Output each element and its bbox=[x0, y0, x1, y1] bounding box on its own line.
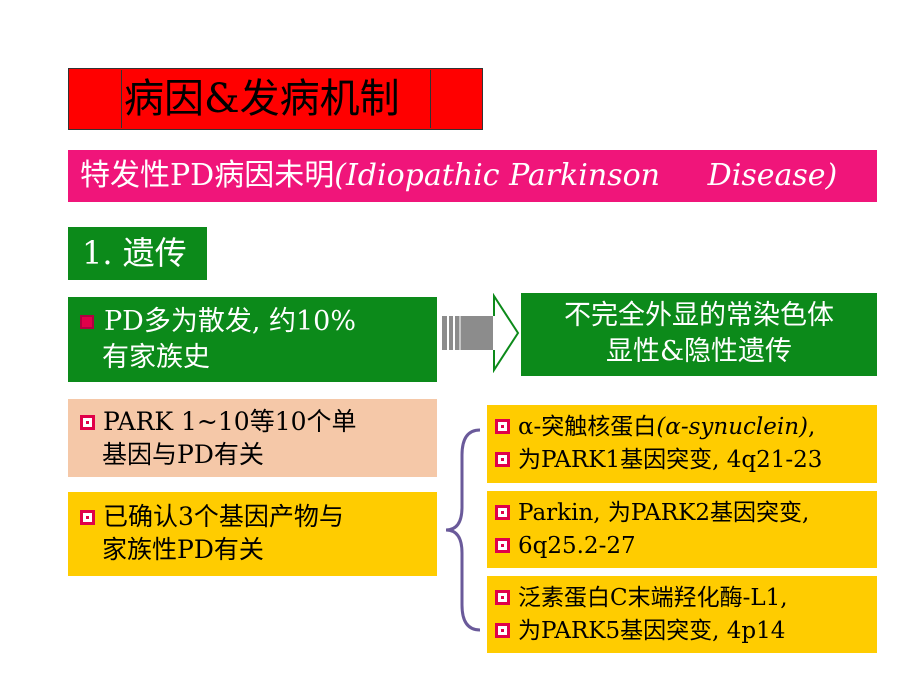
inheritance-box: 不完全外显的常染色体 显性&隐性遗传 bbox=[521, 293, 877, 376]
confirmed-line-1: 已确认3个基因产物与 bbox=[103, 502, 344, 531]
park-genes-box: PARK 1~10等10个单 基因与PD有关 bbox=[68, 399, 437, 477]
confirmed-genes-box: 已确认3个基因产物与 家族性PD有关 bbox=[68, 492, 437, 576]
gene-box-synuclein: α-突触核蛋白(α-synuclein), 为PARK1基因突变, 4q21-2… bbox=[487, 405, 877, 483]
square-bullet-icon bbox=[495, 538, 510, 553]
section-heading: 1. 遗传 bbox=[68, 227, 207, 280]
square-bullet-icon bbox=[80, 415, 95, 430]
square-bullet-icon bbox=[495, 452, 510, 467]
subtitle-banner: 特发性PD病因未明(Idiopathic Parkinson Disease) bbox=[68, 150, 877, 202]
slide-title: 病因&发病机制 bbox=[121, 70, 431, 128]
banner-text-en: (Idiopathic Parkinson Disease) bbox=[334, 158, 838, 193]
square-bullet-icon bbox=[80, 510, 95, 525]
sporadic-line-1: PD多为散发, 约10% bbox=[104, 306, 356, 337]
synuclein-line-2: 为PARK1基因突变, 4q21-23 bbox=[518, 447, 823, 473]
parkin-line-2: 6q25.2-27 bbox=[518, 533, 636, 559]
sporadic-info-box: PD多为散发, 约10% 有家族史 bbox=[68, 297, 437, 382]
banner-text-cn: 特发性PD病因未明 bbox=[80, 158, 335, 193]
curly-brace-icon bbox=[445, 428, 481, 632]
confirmed-line-2: 家族性PD有关 bbox=[102, 535, 264, 564]
title-background bbox=[68, 68, 483, 130]
park-line-1: PARK 1~10等10个单 bbox=[103, 407, 357, 436]
parkin-line-1: Parkin, 为PARK2基因突变, bbox=[518, 500, 810, 526]
sporadic-line-2: 有家族史 bbox=[102, 342, 210, 373]
synuclein-comma: , bbox=[808, 414, 816, 440]
square-bullet-icon bbox=[495, 419, 510, 434]
uchl1-line-2: 为PARK5基因突变, 4p14 bbox=[518, 618, 786, 644]
synuclein-name-en: (α-synuclein) bbox=[656, 414, 809, 440]
right-arrow-icon bbox=[442, 293, 520, 373]
inheritance-line-1: 不完全外显的常染色体 bbox=[564, 300, 834, 331]
synuclein-name-cn: α-突触核蛋白 bbox=[518, 414, 657, 440]
square-bullet-icon bbox=[495, 623, 510, 638]
square-bullet-icon bbox=[80, 315, 94, 329]
gene-box-parkin: Parkin, 为PARK2基因突变, 6q25.2-27 bbox=[487, 491, 877, 568]
square-bullet-icon bbox=[495, 505, 510, 520]
inheritance-line-2: 显性&隐性遗传 bbox=[605, 336, 793, 367]
gene-box-uchl1: 泛素蛋白C末端羟化酶-L1, 为PARK5基因突变, 4p14 bbox=[487, 576, 877, 653]
uchl1-line-1: 泛素蛋白C末端羟化酶-L1, bbox=[518, 585, 788, 611]
square-bullet-icon bbox=[495, 590, 510, 605]
park-line-2: 基因与PD有关 bbox=[102, 440, 264, 469]
